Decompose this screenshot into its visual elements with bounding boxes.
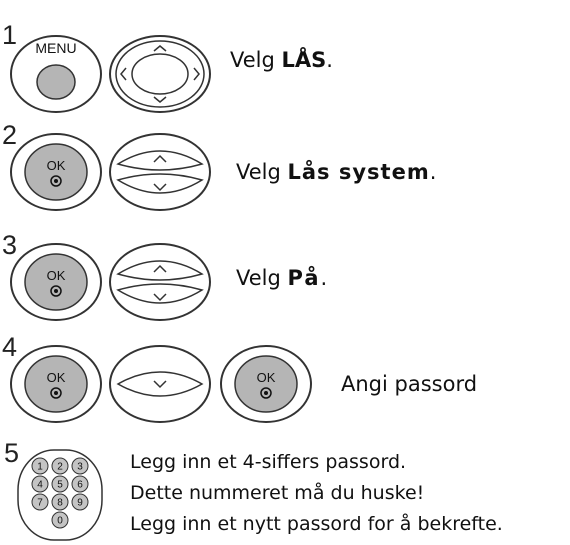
- keypad-key-label: 1: [37, 462, 43, 473]
- menu-key: [36, 64, 76, 100]
- down-arrow-icon: [153, 293, 167, 302]
- instruction-line: Dette nummeret må du huske!: [130, 482, 425, 504]
- step-5: 5 1 2 3 4 5 6 7 8 9 0: [0, 440, 570, 545]
- navigation-pad[interactable]: [108, 34, 212, 114]
- menu-button-label: MENU: [35, 40, 76, 56]
- ok-label: OK: [47, 370, 66, 385]
- keypad-key[interactable]: [71, 475, 89, 493]
- up-down-pad[interactable]: [108, 132, 212, 212]
- ok-button[interactable]: OK: [8, 344, 104, 424]
- keypad-key[interactable]: [71, 493, 89, 511]
- ok-button-confirm[interactable]: OK: [218, 344, 314, 424]
- step-1-instruction: Velg LÅS.: [230, 48, 333, 72]
- ok-label: OK: [47, 268, 66, 283]
- keypad-key-label: 6: [77, 480, 83, 491]
- step-number: 5: [4, 438, 20, 468]
- down-pad[interactable]: [108, 344, 212, 424]
- nav-right-icon: [193, 67, 200, 81]
- keypad-key-label: 2: [57, 462, 63, 473]
- keypad-key-label: 0: [57, 516, 63, 527]
- nav-up-icon: [153, 45, 167, 52]
- keypad-key[interactable]: [51, 475, 69, 493]
- step-number: 3: [2, 230, 18, 260]
- keypad-key-label: 5: [57, 480, 63, 491]
- down-arrow-icon: [153, 183, 167, 192]
- step-number: 2: [2, 120, 18, 150]
- keypad-key[interactable]: [31, 493, 49, 511]
- keypad-key[interactable]: [51, 493, 69, 511]
- keypad-key-label: 9: [77, 498, 83, 509]
- keypad-key-label: 8: [57, 498, 63, 509]
- instruction-line: Legg inn et nytt passord for å bekrefte.: [130, 513, 503, 535]
- keypad-key[interactable]: [31, 475, 49, 493]
- ok-label: OK: [257, 370, 276, 385]
- step-4: 4 OK OK Angi passord: [0, 330, 570, 440]
- number-keypad[interactable]: 1 2 3 4 5 6 7 8 9 0: [16, 448, 104, 542]
- keypad-key[interactable]: [31, 457, 49, 475]
- step-1: 1 MENU Velg LÅS.: [0, 0, 570, 113]
- step-2: 2 OK Velg Lås system.: [0, 110, 570, 220]
- step-number: 4: [2, 332, 18, 362]
- ok-label: OK: [47, 158, 66, 173]
- menu-button[interactable]: MENU: [8, 34, 104, 114]
- instruction-line: Legg inn et 4-siffers passord.: [130, 451, 407, 473]
- step-3: 3 OK Velg På.: [0, 220, 570, 330]
- down-arrow-icon: [153, 380, 167, 389]
- step-4-instruction: Angi passord: [341, 372, 478, 396]
- ok-button[interactable]: OK: [8, 132, 104, 212]
- keypad-key[interactable]: [51, 511, 69, 529]
- step-3-instruction: Velg På.: [236, 266, 328, 290]
- keypad-key[interactable]: [51, 457, 69, 475]
- keypad-key-label: 7: [37, 498, 43, 509]
- nav-down-icon: [153, 96, 167, 103]
- keypad-key-label: 3: [77, 462, 83, 473]
- ok-button[interactable]: OK: [8, 242, 104, 322]
- step-5-instructions: Legg inn et 4-siffers passord. Dette num…: [130, 447, 503, 540]
- up-key: [116, 150, 204, 171]
- up-key: [116, 260, 204, 281]
- up-arrow-icon: [153, 264, 167, 273]
- keypad-key[interactable]: [71, 457, 89, 475]
- down-key: [116, 283, 204, 304]
- step-number: 1: [2, 20, 18, 50]
- up-arrow-icon: [153, 154, 167, 163]
- keypad-key-label: 4: [37, 480, 43, 491]
- up-down-pad[interactable]: [108, 242, 212, 322]
- down-key: [116, 173, 204, 194]
- down-key: [116, 371, 204, 397]
- step-2-instruction: Velg Lås system.: [236, 160, 437, 184]
- nav-left-icon: [120, 67, 127, 81]
